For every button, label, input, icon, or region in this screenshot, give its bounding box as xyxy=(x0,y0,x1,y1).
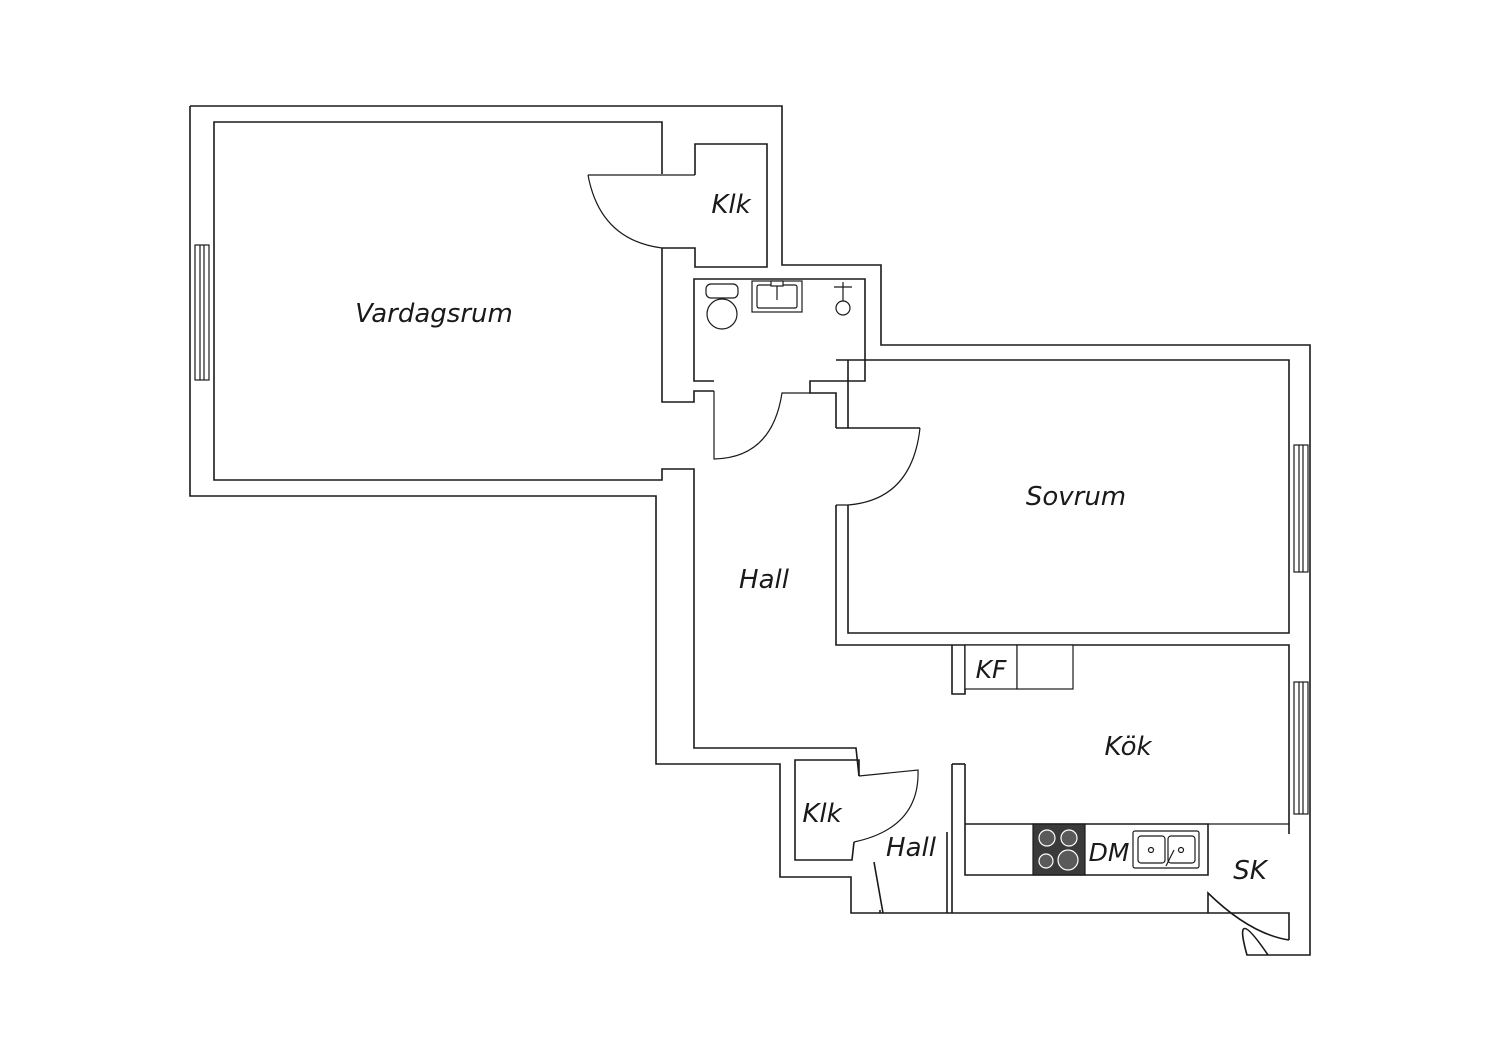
shower-icon xyxy=(834,282,852,316)
room-label-hall-entry: Hall xyxy=(886,833,937,863)
kitchen-sink-icon xyxy=(1132,830,1200,869)
bathroom xyxy=(693,278,866,460)
entry-area xyxy=(794,759,948,914)
toilet-icon xyxy=(705,283,739,330)
door-living-closet xyxy=(587,174,695,249)
door-bedroom xyxy=(836,427,921,506)
room-label-living-room: Vardagsrum xyxy=(355,299,513,329)
room-label-hall-main: Hall xyxy=(739,565,790,595)
window-bedroom-right xyxy=(1293,444,1309,573)
stove-icon xyxy=(1032,823,1086,876)
room-label-storage: SK xyxy=(1233,856,1269,886)
washbasin-icon xyxy=(751,280,803,313)
room-label-closet-top: Klk xyxy=(711,190,751,220)
room-label-kitchen: Kök xyxy=(1104,732,1152,762)
window-living-left xyxy=(194,244,210,381)
closet-top xyxy=(662,143,768,268)
living-room xyxy=(194,121,860,777)
door-bottom-closet xyxy=(853,769,919,843)
fixture-label-fridge-freezer: KF xyxy=(976,655,1007,684)
kitchen xyxy=(951,644,1309,913)
room-label-closet-bottom: Klk xyxy=(802,799,842,829)
room-label-bedroom: Sovrum xyxy=(1026,482,1126,512)
cabinet-next-to-fridge xyxy=(1016,644,1074,690)
bedroom xyxy=(835,359,1309,834)
outer-walls xyxy=(189,105,1311,956)
window-kitchen-right xyxy=(1293,681,1309,815)
door-bathroom xyxy=(713,391,810,460)
fixture-label-dishwasher: DM xyxy=(1089,838,1130,867)
